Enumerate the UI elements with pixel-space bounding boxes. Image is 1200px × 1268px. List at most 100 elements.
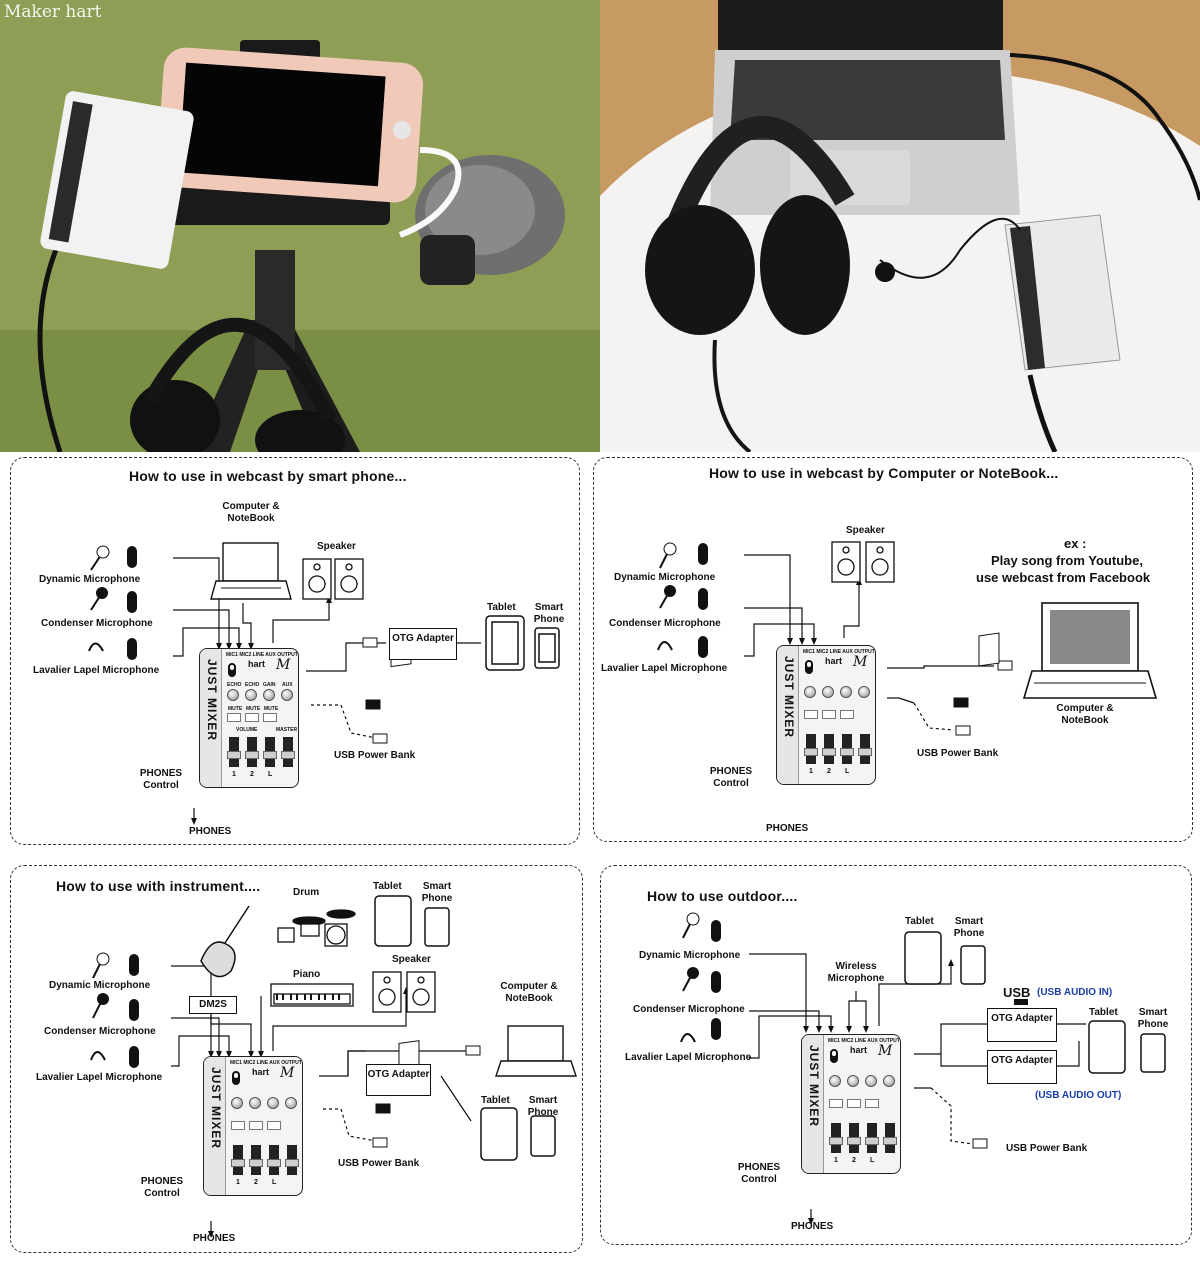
just-mixer: JUST MIXER MIC1 MIC2 LINE AUX OUTPUT har… xyxy=(203,1056,303,1196)
aux-knob[interactable] xyxy=(285,1097,297,1109)
panel-instrument: How to use with instrument.... Dynamic M… xyxy=(10,865,583,1253)
fader[interactable] xyxy=(249,1145,263,1175)
fader[interactable] xyxy=(840,734,854,764)
mute-button[interactable] xyxy=(267,1121,281,1130)
mute-button[interactable] xyxy=(231,1121,245,1130)
guitar-icon xyxy=(200,905,250,978)
usb-label: USB xyxy=(1003,985,1031,1000)
phones-control-label: PHONES Control xyxy=(709,766,753,789)
phantom-switch[interactable] xyxy=(830,1049,838,1063)
lavalier-mic-label: Lavalier Lapel Microphone xyxy=(601,663,728,674)
phones-control-label: PHONES Control xyxy=(139,768,183,791)
condenser-mic-icon xyxy=(92,993,109,1019)
usb-power-bank-label: USB Power Bank xyxy=(917,748,999,759)
mute-button[interactable] xyxy=(847,1099,861,1108)
usb-audio-out-label: (USB AUDIO OUT) xyxy=(1035,1090,1122,1101)
condenser-mic-icon xyxy=(659,585,676,609)
phones-label: PHONES xyxy=(766,823,809,834)
mute-button[interactable] xyxy=(865,1099,879,1108)
fader[interactable] xyxy=(263,737,277,767)
mute-button[interactable] xyxy=(245,713,259,722)
condenser-mic-label: Condenser Microphone xyxy=(633,1004,745,1015)
dynamic-mic-label: Dynamic Microphone xyxy=(49,980,151,991)
fader[interactable] xyxy=(829,1123,843,1153)
condenser-mic-icon xyxy=(682,967,699,992)
mute-button[interactable] xyxy=(249,1121,263,1130)
gain-knob[interactable] xyxy=(865,1075,877,1087)
speaker-icon xyxy=(372,971,436,1013)
laptop-icon xyxy=(495,1025,577,1077)
speaker-icon xyxy=(302,558,364,600)
phantom-switch[interactable] xyxy=(232,1071,240,1085)
mute-button[interactable] xyxy=(263,713,277,722)
otg-adapter-in-box: OTG Adapter xyxy=(987,1008,1057,1042)
panel-title: How to use in webcast by smart phone... xyxy=(129,468,407,484)
panel-title: How to use in webcast by Computer or Not… xyxy=(709,465,1059,481)
example-line-1: Play song from Youtube, xyxy=(991,553,1143,568)
dm2s-box: DM2S xyxy=(189,996,237,1014)
otg-adapter-box: OTG Adapter xyxy=(389,628,457,660)
fader[interactable] xyxy=(847,1123,861,1153)
gain-knob[interactable] xyxy=(840,686,852,698)
aux-knob[interactable] xyxy=(858,686,870,698)
panel-title: How to use with instrument.... xyxy=(56,878,261,894)
aux-knob[interactable] xyxy=(883,1075,895,1087)
panel-smart-phone: How to use in webcast by smart phone... … xyxy=(10,457,580,845)
otg-adapter-box: OTG Adapter xyxy=(366,1064,431,1096)
smart-phone-label: Smart Phone xyxy=(1137,1007,1169,1030)
fader[interactable] xyxy=(231,1145,245,1175)
phones-label: PHONES xyxy=(193,1233,236,1244)
laptop-icon xyxy=(210,542,292,600)
wires-phone xyxy=(88,542,560,825)
tripod-photo-illustration xyxy=(0,0,600,452)
echo-knob[interactable] xyxy=(822,686,834,698)
smart-phone-label: Smart Phone xyxy=(527,1095,559,1118)
mute-button[interactable] xyxy=(822,710,836,719)
watermark-text: Maker hart xyxy=(4,2,102,22)
fader[interactable] xyxy=(865,1123,879,1153)
mixer-inputs: MIC1 MIC2 LINE AUX OUTPUT xyxy=(226,652,298,658)
echo-knob[interactable] xyxy=(829,1075,841,1087)
tablet-label: Tablet xyxy=(1089,1007,1118,1018)
gain-knob[interactable] xyxy=(267,1097,279,1109)
wires-computer xyxy=(657,541,1158,736)
fader[interactable] xyxy=(227,737,241,767)
gain-knob[interactable] xyxy=(263,689,275,701)
mute-button[interactable] xyxy=(840,710,854,719)
mute-button[interactable] xyxy=(227,713,241,722)
fader[interactable] xyxy=(822,734,836,764)
fader[interactable] xyxy=(883,1123,897,1153)
fader[interactable] xyxy=(804,734,818,764)
phantom-switch[interactable] xyxy=(228,663,236,677)
dynamic-mic-icon xyxy=(90,545,110,571)
speaker-label: Speaker xyxy=(317,541,356,552)
piano-icon xyxy=(270,983,354,1007)
mute-button[interactable] xyxy=(829,1099,843,1108)
lavalier-mic-icon xyxy=(90,1051,106,1061)
phantom-switch[interactable] xyxy=(805,660,813,674)
fader[interactable] xyxy=(285,1145,299,1175)
condenser-mic-label: Condenser Microphone xyxy=(44,1026,156,1037)
drum-label: Drum xyxy=(293,887,320,898)
echo-knob[interactable] xyxy=(245,689,257,701)
echo-knob[interactable] xyxy=(804,686,816,698)
photo-outdoor-tripod: Maker hart xyxy=(0,0,600,452)
dynamic-mic-icon xyxy=(92,952,110,979)
echo-knob[interactable] xyxy=(847,1075,859,1087)
mute-button[interactable] xyxy=(804,710,818,719)
fader[interactable] xyxy=(858,734,872,764)
usb-power-bank-label: USB Power Bank xyxy=(334,750,416,761)
computer-label: Computer & NoteBook xyxy=(500,981,558,1004)
echo-knob[interactable] xyxy=(227,689,239,701)
echo-knob[interactable] xyxy=(249,1097,261,1109)
fader[interactable] xyxy=(245,737,259,767)
lavalier-mic-icon xyxy=(680,1033,696,1043)
speaker-label: Speaker xyxy=(392,954,431,965)
tablet-label: Tablet xyxy=(905,916,934,927)
piano-label: Piano xyxy=(293,969,321,980)
fader[interactable] xyxy=(281,737,295,767)
lavalier-mic-label: Lavalier Lapel Microphone xyxy=(36,1072,163,1083)
fader[interactable] xyxy=(267,1145,281,1175)
echo-knob[interactable] xyxy=(231,1097,243,1109)
aux-knob[interactable] xyxy=(281,689,293,701)
